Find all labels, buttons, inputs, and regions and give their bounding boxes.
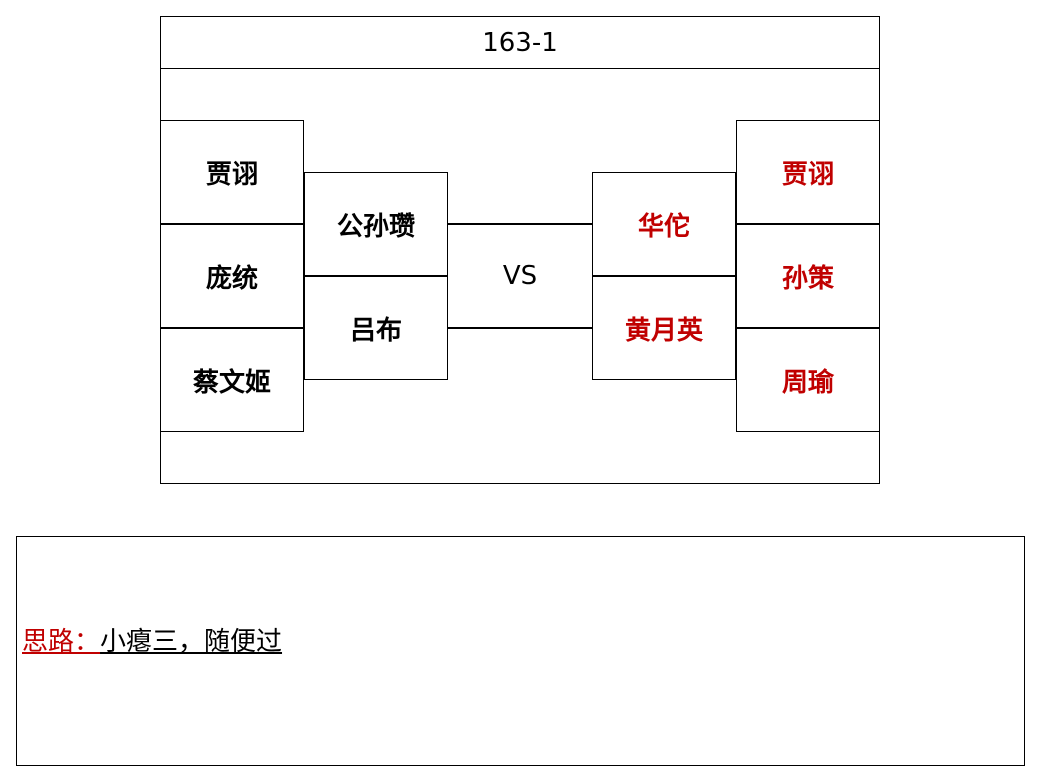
left-inner-card-2: 吕布 [304, 276, 448, 380]
strategy-note: 思路：小瘪三，随便过 [22, 621, 282, 658]
right-inner-card-1: 华佗 [592, 172, 736, 276]
left-outer-card-3: 蔡文姬 [160, 328, 304, 432]
left-outer-card-1: 贾诩 [160, 120, 304, 224]
left-outer-card-2: 庞统 [160, 224, 304, 328]
strategy-note-text: 小瘪三，随便过 [100, 627, 283, 657]
strategy-note-label: 思路： [22, 627, 101, 657]
right-outer-card-3: 周瑜 [736, 328, 880, 432]
connector-line-bottom [448, 327, 592, 329]
vs-label: VS [502, 261, 538, 291]
matchup-title: 163-1 [161, 17, 879, 69]
right-outer-card-1: 贾诩 [736, 120, 880, 224]
left-inner-card-1: 公孙瓒 [304, 172, 448, 276]
right-outer-card-2: 孙策 [736, 224, 880, 328]
strategy-note-box: 思路：小瘪三，随便过 [16, 536, 1025, 766]
connector-line-top [448, 223, 592, 225]
right-inner-card-2: 黄月英 [592, 276, 736, 380]
